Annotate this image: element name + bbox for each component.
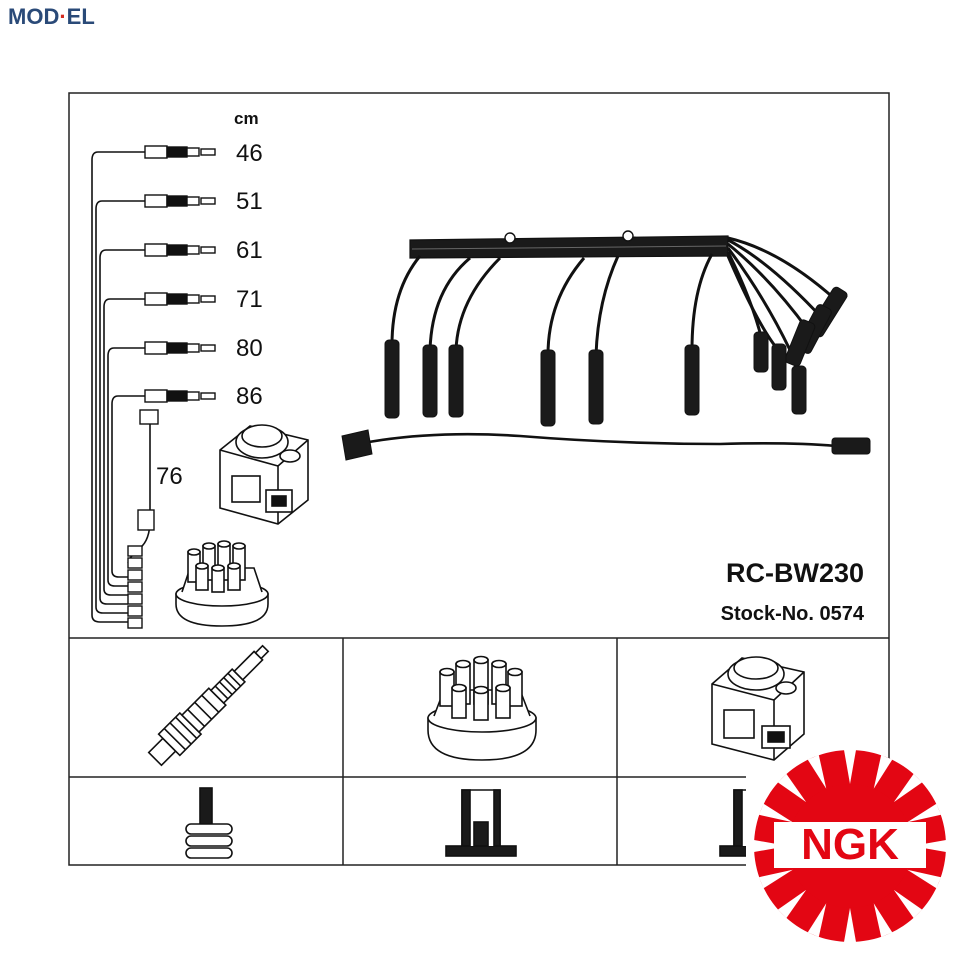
wiring-harness [341, 230, 871, 461]
distributor-cap-icon [427, 655, 537, 761]
rail-clip-1 [504, 232, 516, 244]
ngk-sun-rays [754, 750, 946, 942]
coil-illustration-small [219, 424, 309, 525]
distributor-cap-illustration-small [175, 540, 269, 627]
lead-46 [91, 151, 145, 623]
lead-80 [107, 347, 145, 587]
part-code: RC-BW230 [726, 558, 864, 588]
lead-51 [95, 200, 145, 614]
length-label-5: 80 [236, 335, 263, 362]
rail-clip-2 [622, 230, 634, 242]
brand-left: MOD [8, 4, 60, 29]
spark-plug-icon [147, 644, 270, 767]
coil-lead-cable [357, 432, 837, 448]
lead-76 [127, 424, 151, 564]
lead-61 [99, 249, 145, 605]
legend-connectors [127, 145, 216, 629]
coil-lead-boot-right [831, 437, 871, 455]
ignition-coil-icon [711, 656, 805, 761]
length-label-2: 51 [236, 188, 263, 215]
angled-boots [753, 286, 848, 415]
plug-terminal-icon [185, 787, 233, 859]
mod-el-logo: MOD·EL [8, 4, 95, 30]
unit-label: cm [234, 109, 259, 128]
brand-dot: · [59, 4, 67, 29]
cap-terminal-icon [445, 789, 517, 857]
stock-number: Stock-No. 0574 [721, 603, 865, 625]
coil-lead-boot-left [341, 429, 373, 461]
ngk-text: NGK [801, 820, 899, 869]
lead-86 [111, 395, 145, 578]
ngk-logo: NGK [746, 750, 960, 960]
brand-right: EL [66, 4, 95, 29]
lead-71 [103, 298, 145, 596]
length-label-3: 61 [236, 237, 263, 264]
length-label-1: 46 [236, 140, 263, 167]
length-label-4: 71 [236, 286, 263, 313]
rail-groove [411, 245, 727, 250]
ngk-text-band [774, 822, 926, 868]
plug-boots [384, 339, 700, 427]
diagram-frame [68, 92, 890, 866]
coil-lead-length: 76 [156, 463, 183, 490]
length-label-6: 86 [236, 383, 263, 410]
